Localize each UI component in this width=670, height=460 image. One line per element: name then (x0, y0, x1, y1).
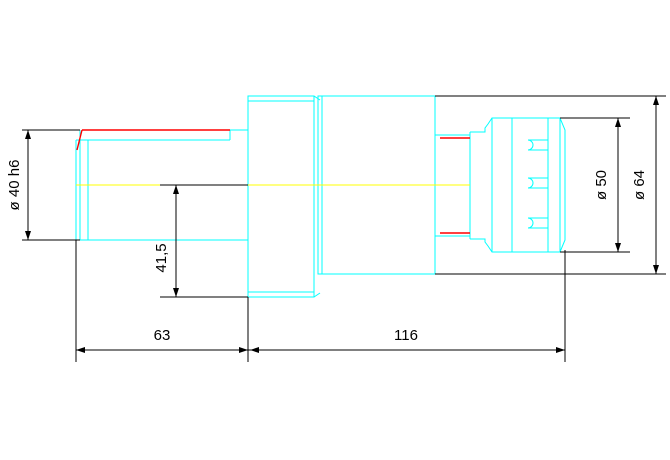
dimensions: ø 40 h6 41,5 63 116 (6, 95, 666, 362)
dim-shank-diameter-label: ø 40 h6 (6, 160, 23, 211)
dim-flange-diameter: ø 64 (435, 95, 666, 275)
dim-body-length: 116 (248, 250, 566, 362)
dim-shank-length: 63 (75, 240, 249, 362)
dim-offset: 41,5 (153, 184, 248, 298)
collet-nut (470, 117, 566, 253)
dim-collet-diameter: ø 50 (560, 117, 630, 253)
dim-collet-diameter-label: ø 50 (593, 170, 610, 200)
dim-body-length-label: 116 (394, 327, 418, 344)
part-outline (75, 95, 566, 298)
flange (247, 95, 321, 298)
dim-offset-label: 41,5 (153, 243, 170, 272)
shank (75, 129, 248, 241)
hidden-edges (76, 129, 470, 234)
dim-shank-length-label: 63 (154, 327, 171, 344)
dim-shank-diameter: ø 40 h6 (6, 129, 80, 241)
dim-flange-diameter-label: ø 64 (631, 170, 648, 200)
